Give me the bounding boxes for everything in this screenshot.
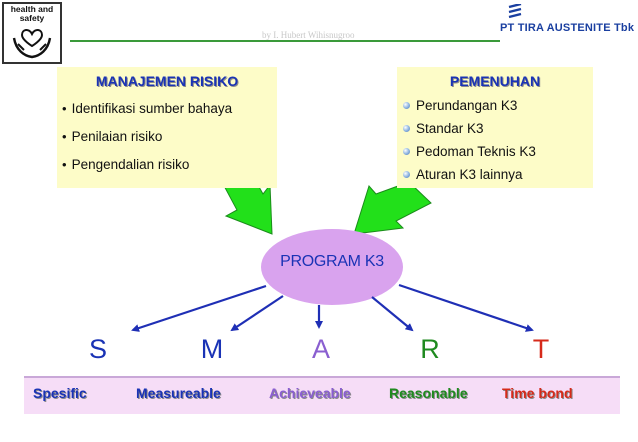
list-item-label: Identifikasi sumber bahaya — [71, 101, 233, 116]
round-bullet-icon — [403, 171, 410, 178]
smart-letter-r: R — [420, 334, 440, 364]
list-item-label: Pengendalian risiko — [71, 157, 190, 172]
health-safety-logo: health and safety — [2, 2, 62, 64]
smart-word-r: Reasonable — [389, 385, 468, 401]
round-bullet-icon — [403, 148, 410, 155]
list-item: • Penilaian risiko — [62, 128, 232, 156]
program-k3-label: PROGRAM K3 — [280, 253, 384, 270]
smart-words-bar — [24, 376, 620, 414]
list-item-label: Penilaian risiko — [71, 129, 163, 144]
list-item: • Pengendalian risiko — [62, 156, 232, 184]
logo-text: health and safety — [4, 5, 60, 23]
list-item-label: Standar K3 — [416, 121, 484, 136]
caring-hands-heart-icon — [12, 29, 52, 59]
list-item-label: Aturan K3 lainnya — [416, 167, 523, 182]
risk-management-panel: MANAJEMEN RISIKO • Identifikasi sumber ba… — [57, 67, 277, 188]
list-item: Pedoman Teknis K3 — [403, 143, 536, 166]
risk-management-list: • Identifikasi sumber bahaya • Penilaian r… — [62, 100, 232, 184]
smart-word-m: Measureable — [136, 385, 221, 401]
program-ellipse — [261, 229, 403, 305]
author-watermark: by I. Hubert Wihisnugroo — [262, 30, 355, 40]
arrow-right-green — [353, 181, 432, 235]
connector-t — [398, 283, 534, 332]
compliance-panel: PEMENUHAN Perundangan K3 Standar K3 Pedo… — [397, 67, 593, 188]
logo-text-line2: safety — [19, 13, 45, 23]
smart-word-a: Achieveable — [269, 385, 351, 401]
smart-word-t: Time bond — [502, 385, 573, 401]
list-item-label: Perundangan K3 — [416, 98, 518, 113]
compliance-title: PEMENUHAN — [449, 73, 541, 89]
smart-letter-a: A — [311, 334, 330, 364]
connector-s — [131, 284, 267, 332]
risk-management-title: MANAJEMEN RISIKO — [95, 73, 239, 89]
header-divider — [70, 40, 500, 42]
round-bullet-icon — [403, 102, 410, 109]
list-item: Standar K3 — [403, 120, 536, 143]
smart-connectors — [131, 283, 534, 332]
company-logo-icon — [508, 4, 522, 19]
round-bullet-icon — [403, 125, 410, 132]
list-item: Aturan K3 lainnya — [403, 166, 536, 189]
smart-letter-m: M — [200, 334, 224, 364]
list-item-label: Pedoman Teknis K3 — [416, 144, 536, 159]
list-item: Perundangan K3 — [403, 97, 536, 120]
smart-letter-t: T — [532, 334, 550, 364]
bullet-icon: • — [62, 129, 67, 144]
logo-text-line1: health and — [10, 4, 54, 14]
compliance-list: Perundangan K3 Standar K3 Pedoman Teknis… — [403, 97, 536, 189]
list-item: • Identifikasi sumber bahaya — [62, 100, 232, 128]
smart-letter-s: S — [88, 334, 107, 364]
bullet-icon: • — [62, 101, 67, 116]
company-name: PT TIRA AUSTENITE Tbk — [500, 22, 635, 34]
connector-r — [371, 296, 414, 332]
connector-m — [230, 295, 284, 332]
bullet-icon: • — [62, 157, 67, 172]
smart-word-s: Spesific — [33, 385, 87, 401]
